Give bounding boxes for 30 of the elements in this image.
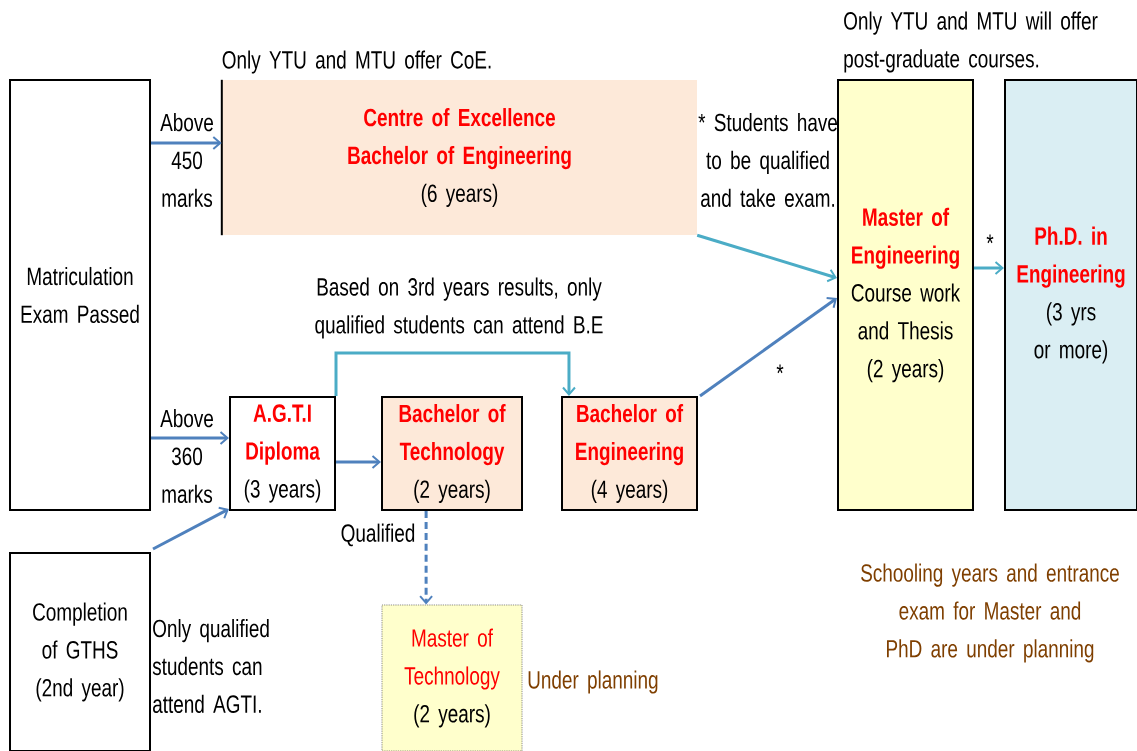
- arrow: [334, 351, 576, 396]
- arrow: [336, 455, 381, 469]
- arrow: [151, 431, 229, 445]
- process-box: Completion of GTHS (2nd year): [9, 552, 151, 751]
- edge-label: *: [776, 364, 784, 374]
- program-box: Master of Engineering Course work and Thesis (2 years): [837, 79, 974, 511]
- arrow: [974, 261, 1004, 275]
- process-box: Matriculation Exam Passed: [9, 79, 151, 511]
- program-box: A.G.T.I Diploma (3 years): [229, 396, 336, 511]
- arrow: [699, 297, 837, 398]
- note-text: Only YTU and MTU offer CoE.: [222, 50, 491, 74]
- edge-label: Above 450 marks: [160, 113, 213, 207]
- program-box: Master of Technology (2 years): [381, 604, 523, 751]
- note-text: Only YTU and MTU will offer post-graduate courses.: [844, 11, 1098, 73]
- note-text: Schooling years and entrance exam for Master and PhD are under planning: [861, 563, 1119, 663]
- note-text: Under planning: [528, 670, 658, 694]
- arrow: [419, 511, 434, 605]
- edge-label: Qualified: [341, 523, 415, 547]
- arrow: [152, 506, 229, 551]
- program-box: Bachelor of Technology (2 years): [381, 396, 523, 511]
- edge-label: * Students have to be qualified and take exam.: [698, 113, 837, 207]
- edge-label: Above 360 marks: [160, 409, 213, 503]
- arrow: [696, 233, 837, 283]
- edge-label: Based on 3rd years results, only qualified students can attend B.E: [315, 277, 603, 339]
- program-box: Centre of Excellence Bachelor of Engineering (6 years): [220, 78, 697, 237]
- arrow: [151, 136, 222, 150]
- program-box: Bachelor of Engineering (4 years): [561, 396, 698, 511]
- program-box: Ph.D. in Engineering (3 yrs or more): [1004, 79, 1137, 511]
- edge-label: *: [986, 234, 994, 244]
- note-text: Only qualified students can attend AGTI.: [152, 619, 269, 713]
